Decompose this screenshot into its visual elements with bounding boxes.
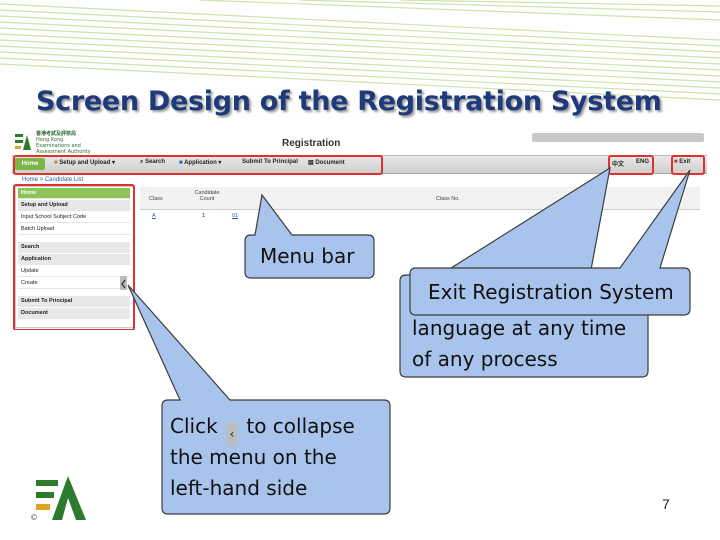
breadcrumb[interactable]: Home > Candidate List bbox=[22, 177, 84, 183]
menu-exit-label: Exit bbox=[679, 159, 691, 165]
document-icon: ▤ bbox=[308, 160, 314, 166]
collapse-callout-line-1: Click ‹ to collapse bbox=[170, 414, 355, 446]
org-name-line: Examinations and bbox=[36, 143, 81, 149]
side-menu-item[interactable]: Update bbox=[18, 266, 130, 277]
collapse-callout-suffix: to collapse bbox=[246, 414, 355, 438]
menu-lang-english[interactable]: ENG bbox=[636, 159, 650, 165]
collapse-callout-line-2: the menu on the bbox=[170, 445, 337, 469]
side-menu-item[interactable]: Document bbox=[18, 308, 130, 319]
table-cell-class-no[interactable]: 01 bbox=[232, 213, 239, 219]
svg-text:©: © bbox=[30, 513, 38, 522]
collapse-menu-button[interactable] bbox=[120, 276, 127, 290]
side-menu-item[interactable]: Search bbox=[18, 242, 130, 253]
column-header-candidate-count: Candidate Count bbox=[194, 190, 220, 202]
application-icon: ■ bbox=[179, 160, 183, 166]
highlight-menubar bbox=[13, 155, 383, 175]
highlight-side-menu bbox=[13, 184, 135, 330]
menu-setup-upload-label: Setup and Upload bbox=[59, 160, 111, 166]
side-menu-item[interactable]: Create bbox=[18, 278, 130, 289]
side-menu-item[interactable]: Setup and Upload bbox=[18, 200, 130, 211]
app-header: 香港考試及評核局 Hong Kong Examinations and Asse… bbox=[12, 130, 707, 155]
hkeaa-logo-icon bbox=[15, 134, 31, 150]
header-bar bbox=[532, 133, 704, 142]
chevron-left-icon bbox=[121, 279, 126, 289]
search-icon: ⌕ bbox=[140, 159, 144, 165]
org-name: 香港考試及評核局 Hong Kong Examinations and Asse… bbox=[36, 131, 106, 155]
collapse-callout-line-3: left-hand side bbox=[170, 476, 308, 500]
collapse-callout-prefix: Click bbox=[170, 414, 218, 438]
column-header-class-no: Class No. bbox=[436, 196, 460, 202]
menu-search-label: Search bbox=[145, 159, 166, 165]
table-cell-count: 1 bbox=[202, 213, 206, 219]
hkeaa-footer-logo: © bbox=[30, 476, 86, 522]
org-name-chinese: 香港考試及評核局 bbox=[36, 131, 77, 137]
menu-application[interactable]: ■ Application ▾ bbox=[179, 159, 221, 166]
side-menu-item[interactable]: Application bbox=[18, 254, 130, 265]
menu-setup-upload[interactable]: ■ Setup and Upload ▾ bbox=[54, 159, 115, 166]
highlight-exit bbox=[671, 155, 705, 175]
page-number: 7 bbox=[662, 496, 670, 512]
menu-search[interactable]: ⌕ Search bbox=[140, 159, 165, 166]
menu-home[interactable]: Home bbox=[15, 158, 45, 170]
page-title: Registration bbox=[282, 138, 341, 149]
menu-bar-callout-text: Menu bar bbox=[260, 244, 355, 268]
side-menu: Home Setup and Upload Input School Subje… bbox=[15, 186, 135, 328]
table-header: Class Candidate Count Class No. bbox=[140, 187, 700, 210]
exit-icon: ■ bbox=[674, 159, 678, 165]
menu-document-label: Document bbox=[315, 160, 345, 166]
side-menu-item[interactable]: Home bbox=[18, 188, 130, 199]
collapse-tab-icon: ‹ bbox=[227, 422, 238, 446]
highlight-language bbox=[608, 155, 654, 175]
menu-lang-chinese[interactable]: 中文 bbox=[612, 162, 625, 168]
folder-icon: ■ bbox=[54, 160, 58, 166]
menu-document[interactable]: ▤ Document bbox=[308, 159, 345, 166]
chevron-down-icon: ▾ bbox=[111, 160, 115, 166]
org-name-line: Assessment Authority bbox=[36, 149, 91, 155]
side-menu-item[interactable]: Batch Upload bbox=[18, 224, 130, 235]
menu-submit[interactable]: Submit To Principal bbox=[242, 159, 298, 165]
menu-exit[interactable]: ■ Exit bbox=[674, 159, 690, 165]
menu-application-label: Application bbox=[184, 160, 217, 166]
org-name-line: Hong Kong bbox=[36, 137, 64, 143]
side-menu-item[interactable]: Input School Subject Code bbox=[18, 212, 130, 223]
side-menu-item[interactable]: Submit To Principal bbox=[18, 296, 130, 307]
language-callout-line: language at any time bbox=[412, 316, 627, 340]
decorative-stripes bbox=[0, 0, 720, 101]
table-cell-class[interactable]: A bbox=[152, 213, 156, 219]
exit-callout-text: Exit Registration System bbox=[428, 280, 674, 304]
language-callout-line: of any process bbox=[412, 347, 558, 371]
slide-title: Screen Design of the Registration System bbox=[36, 86, 662, 117]
column-header-class: Class bbox=[149, 196, 163, 202]
chevron-down-icon: ▾ bbox=[218, 160, 222, 166]
